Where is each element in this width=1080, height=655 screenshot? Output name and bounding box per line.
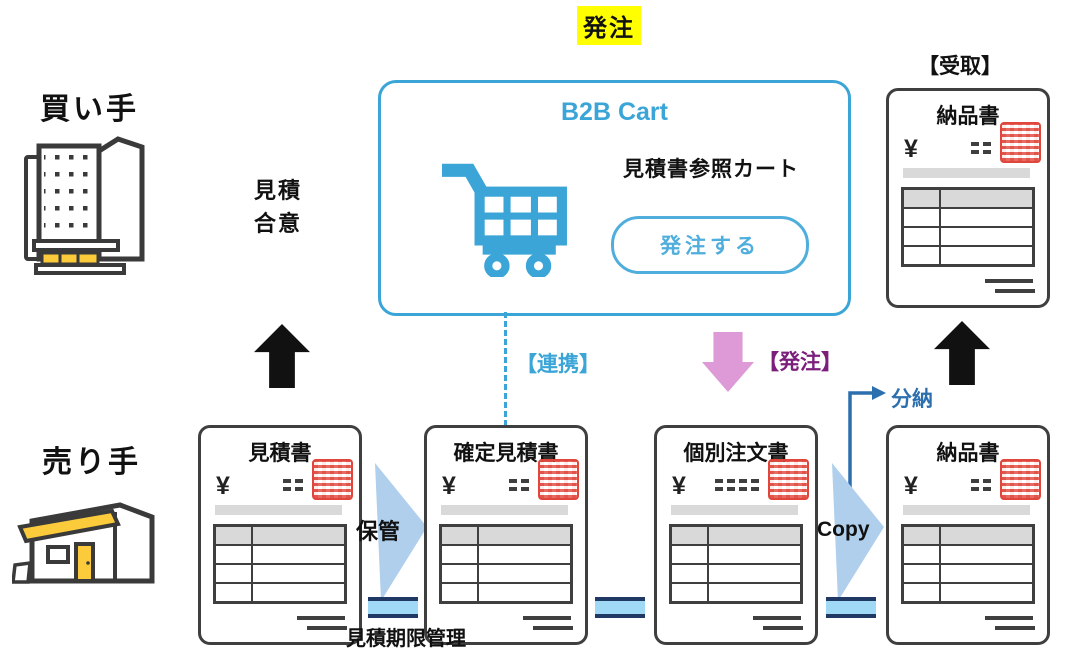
- quote-agreement-label: 見積 合意: [244, 174, 312, 240]
- hanko-stamp-icon: [1000, 122, 1041, 163]
- hanko-stamp-icon: [1000, 459, 1041, 500]
- line-items-table: [901, 187, 1035, 267]
- signature-lines: [523, 616, 573, 630]
- order-down-arrow-icon: [702, 332, 754, 392]
- signature-lines: [297, 616, 347, 630]
- document-confirmed-quote: 確定見積書 ¥: [424, 425, 588, 645]
- partial-delivery-arrow-icon: [848, 386, 886, 517]
- amount-bar: [671, 505, 798, 515]
- storage-label: 保管: [356, 519, 401, 544]
- amount-bar: [441, 505, 568, 515]
- yen-symbol: ¥: [216, 472, 230, 500]
- quote-expiry-label: 見積期限管理: [346, 628, 466, 650]
- cart-caption: 見積書参照カート: [623, 158, 799, 181]
- hanko-stamp-icon: [768, 459, 809, 500]
- colon-dots-icon: [739, 479, 759, 491]
- document-delivery-slip-received: 納品書 ¥: [886, 88, 1050, 308]
- document-title: 見積書: [248, 442, 312, 465]
- page-title: 発注: [577, 6, 641, 45]
- b2b-cart-title: B2B Cart: [561, 98, 668, 126]
- line-items-table: [901, 524, 1035, 604]
- storage-flow-triangle-icon: [375, 463, 427, 601]
- office-building-icon: [24, 136, 145, 275]
- up-arrow-delivery-icon: [934, 321, 990, 385]
- colon-dots-icon: [715, 479, 735, 491]
- document-title: 納品書: [936, 105, 1000, 128]
- hanko-stamp-icon: [538, 459, 579, 500]
- b2b-cart-panel: B2B Cart 見積書参照カート 発注する: [378, 80, 851, 316]
- amount-bar: [215, 505, 342, 515]
- store-building-icon: [12, 502, 155, 584]
- amount-bar: [903, 168, 1030, 178]
- order-button[interactable]: 発注する: [611, 216, 809, 274]
- document-individual-order: 個別注文書 ¥: [654, 425, 818, 645]
- yen-symbol: ¥: [442, 472, 456, 500]
- linkage-label: 【連携】: [516, 353, 600, 376]
- data-link-connector: [368, 597, 418, 618]
- colon-dots-icon: [509, 479, 529, 491]
- receipt-label: 【受取】: [918, 55, 1002, 78]
- copy-flow-triangle-icon: [832, 463, 884, 601]
- document-title: 確定見積書: [453, 442, 559, 465]
- buyer-label: 買い手: [40, 93, 139, 126]
- signature-lines: [753, 616, 803, 630]
- linkage-dashed-line: [504, 312, 507, 426]
- hanko-stamp-icon: [312, 459, 353, 500]
- up-arrow-buyer-icon: [254, 324, 310, 388]
- document-delivery-slip: 納品書 ¥: [886, 425, 1050, 645]
- document-title: 納品書: [936, 442, 1000, 465]
- quote-agreement-line1: 見積: [253, 178, 302, 203]
- signature-lines: [985, 616, 1035, 630]
- partial-delivery-label: 分納: [891, 388, 933, 411]
- yen-symbol: ¥: [904, 135, 918, 163]
- colon-dots-icon: [971, 479, 991, 491]
- yen-symbol: ¥: [672, 472, 686, 500]
- amount-bar: [903, 505, 1030, 515]
- yen-symbol: ¥: [904, 472, 918, 500]
- colon-dots-icon: [971, 142, 991, 154]
- copy-label: Copy: [817, 518, 870, 541]
- data-link-connector: [595, 597, 645, 618]
- line-items-table: [213, 524, 347, 604]
- line-items-table: [669, 524, 803, 604]
- line-items-table: [439, 524, 573, 604]
- seller-label: 売り手: [42, 446, 141, 479]
- document-quote: 見積書 ¥: [198, 425, 362, 645]
- signature-lines: [985, 279, 1035, 293]
- colon-dots-icon: [283, 479, 303, 491]
- data-link-connector: [826, 597, 876, 618]
- quote-agreement-line2: 合意: [253, 211, 302, 236]
- document-title: 個別注文書: [683, 442, 789, 465]
- shopping-cart-icon: [442, 163, 567, 277]
- order-label: 【発注】: [758, 351, 842, 374]
